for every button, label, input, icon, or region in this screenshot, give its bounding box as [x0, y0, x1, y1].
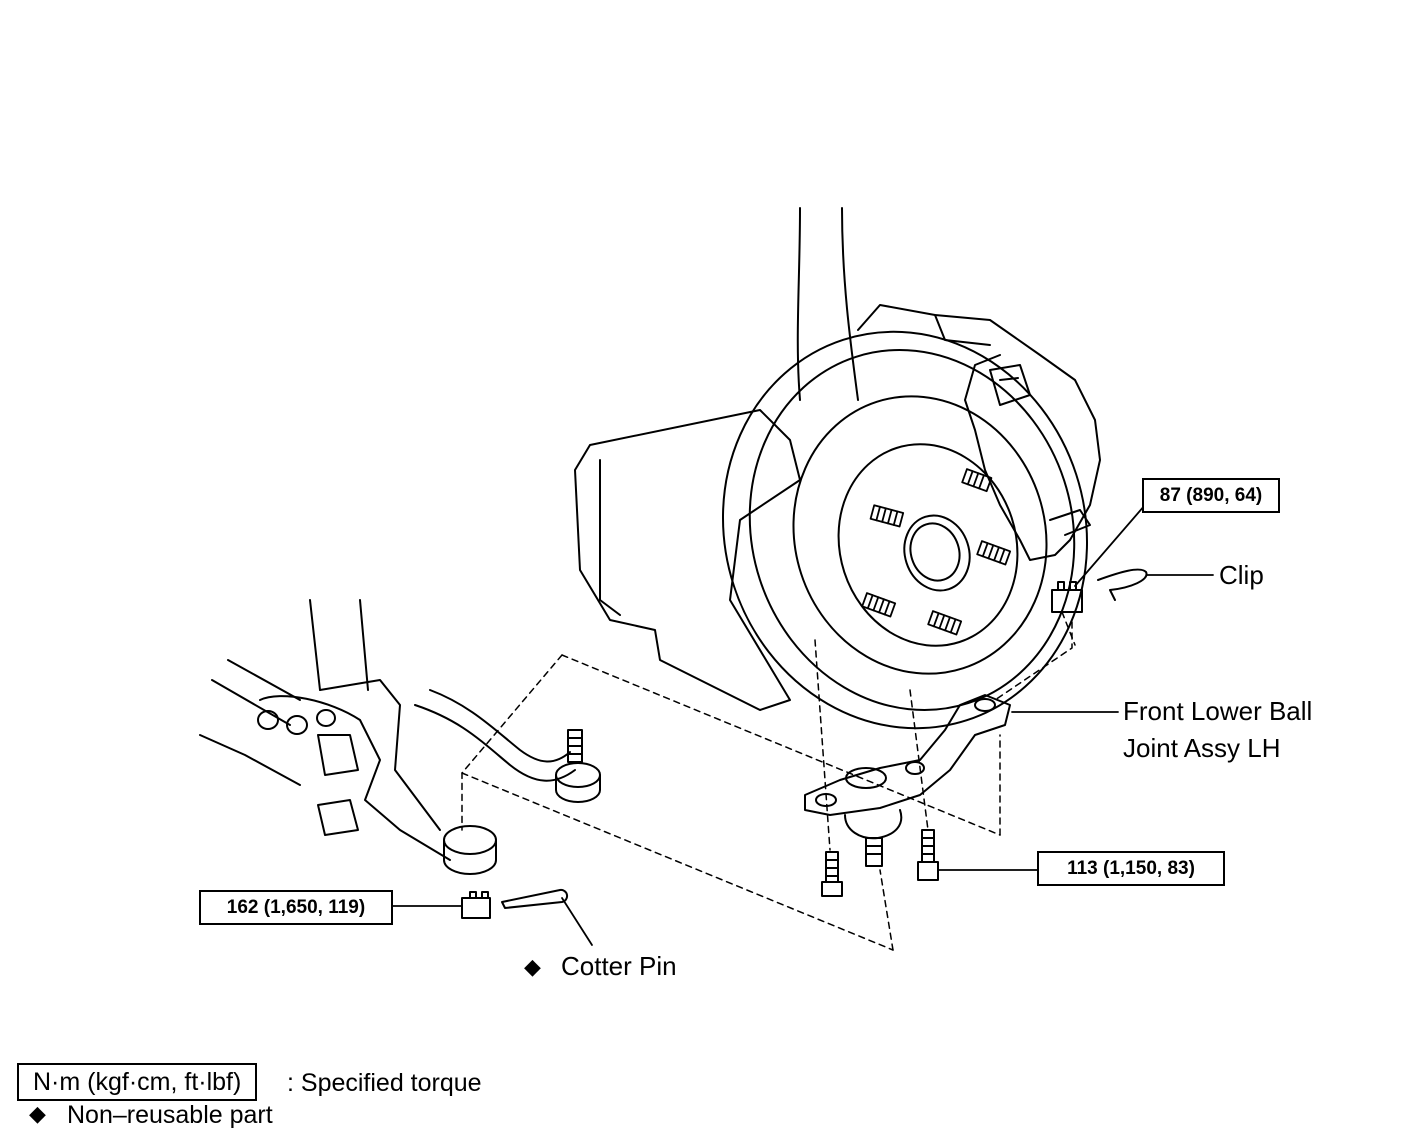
brake-caliper-drawing	[857, 304, 1101, 561]
leader-lines	[389, 504, 1214, 946]
ball-joint-label-line1: Front Lower Ball	[1123, 696, 1313, 726]
legend-unit-description: : Specified torque	[287, 1069, 482, 1097]
castle-nut-drawing	[461, 891, 491, 919]
legend-nonreusable-description: Non–reusable part	[67, 1101, 273, 1129]
dust-shield-drawing	[574, 409, 801, 711]
strut-drawing	[796, 207, 859, 401]
bolts-drawing	[821, 829, 939, 897]
cotter-pin-drawing	[501, 888, 569, 909]
hub-studs-drawing	[861, 468, 1012, 636]
alignment-dashes	[461, 611, 1076, 951]
brake-rotor-drawing	[721, 330, 1089, 730]
clip-label: Clip	[1219, 560, 1264, 590]
subframe-drawing	[199, 599, 601, 875]
torque-callout-87: 87 (890, 64)	[1142, 478, 1280, 513]
diamond-icon: ◆	[524, 954, 541, 979]
legend-unit-box: N·m (kgf·cm, ft·lbf)	[17, 1063, 258, 1101]
ball-joint-drawing	[804, 694, 1011, 867]
cotter-pin-label: Cotter Pin	[561, 951, 677, 981]
torque-callout-113: 113 (1,150, 83)	[1037, 851, 1225, 886]
ball-joint-label-line2: Joint Assy LH	[1123, 733, 1281, 763]
torque-callout-162: 162 (1,650, 119)	[199, 890, 393, 925]
diamond-icon: ◆	[29, 1101, 46, 1126]
clip-drawing	[1097, 568, 1148, 601]
